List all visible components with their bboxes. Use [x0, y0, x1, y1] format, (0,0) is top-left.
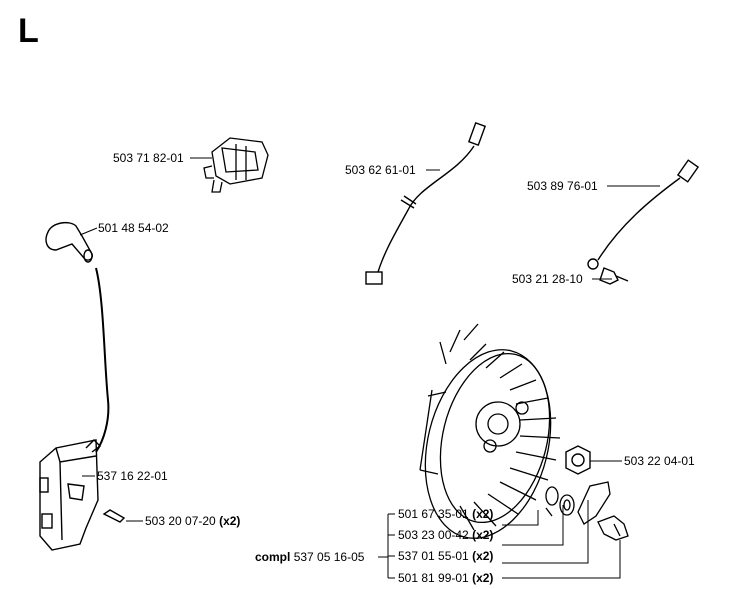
switch-drawing [203, 137, 269, 193]
short-wire-drawing [365, 121, 487, 285]
label-flywheel-nut: 503 22 04-01 [624, 454, 695, 468]
leader-kit-1 [502, 510, 539, 526]
label-kit-item-1: 501 67 35-01 (x2) [398, 507, 494, 521]
leader-kit-4 [502, 540, 621, 579]
plug-cap-drawing [45, 221, 110, 453]
flywheel-drawing [419, 323, 561, 539]
starter-kit-drawing [545, 481, 629, 541]
label-kit-item-2: 503 23 00-42 (x2) [398, 528, 494, 542]
label-starter-kit: compl 537 05 16-05 [255, 550, 365, 564]
starter-kit-bracket [378, 514, 389, 578]
label-ignition-module: 537 16 22-01 [97, 469, 168, 483]
ignition-module-drawing [39, 439, 126, 551]
ground-wire-drawing [587, 159, 700, 285]
page-letter: L [18, 12, 39, 50]
leader-kit-3 [502, 500, 589, 564]
label-module-screw: 503 20 07-20 (x2) [145, 514, 241, 528]
label-plug-cap: 501 48 54-02 [98, 221, 169, 235]
label-switch: 503 71 82-01 [113, 151, 184, 165]
label-kit-item-4: 501 81 99-01 (x2) [398, 571, 494, 585]
leader-plug-cap [79, 227, 98, 236]
label-ground-wire: 503 89 76-01 [527, 179, 598, 193]
leader-kit-2 [502, 505, 564, 546]
flywheel-nut-drawing [565, 445, 591, 475]
label-short-wire: 503 62 61-01 [345, 163, 416, 177]
label-ground-screw: 503 21 28-10 [512, 272, 583, 286]
label-kit-item-3: 537 01 55-01 (x2) [398, 549, 494, 563]
